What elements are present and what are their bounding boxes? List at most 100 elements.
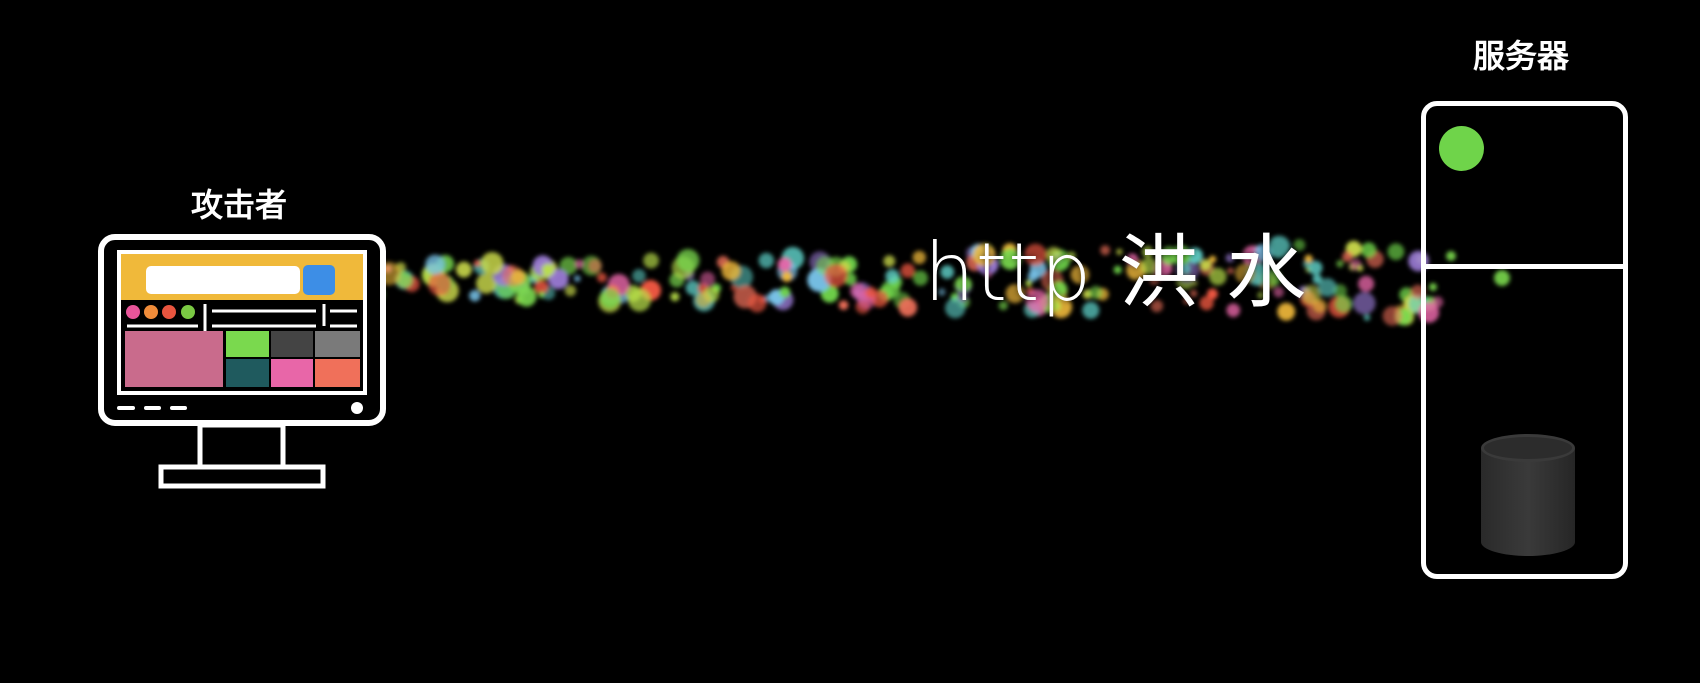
flood-particle [541,286,556,300]
flood-particle [514,294,524,305]
flood-particle [676,249,700,272]
flood-particle [1353,291,1376,315]
flood-particle [758,296,767,304]
flood-particle [529,263,548,281]
flood-particle [854,289,861,296]
flood-particle [436,254,455,273]
flood-particle [1342,251,1353,263]
flood-particle [474,260,481,267]
flood-particle [588,259,602,273]
flood-particle [1348,262,1357,271]
flood-particle [747,293,767,313]
flood-particle [396,275,410,289]
flood-particle [574,259,584,269]
flood-particle [337,276,356,295]
flood-particle [422,263,446,287]
flood-particle [883,255,896,268]
flood-particle [632,269,646,283]
flood-particle [284,264,300,279]
flood-particle [299,269,312,282]
flood-particle [733,285,757,309]
flood-particle [716,255,730,269]
flood-particle [730,265,753,289]
screen-tile-green [226,331,269,357]
flood-particle [855,299,870,314]
flood-particle [777,257,792,272]
flood-particle [721,261,741,281]
flood-particle [272,273,296,297]
flood-particle [624,285,642,302]
flood-particle [596,272,607,283]
flood-particle [1397,308,1415,326]
screen-tile-large [125,331,223,387]
flood-particle [684,270,695,281]
flood-particle [436,288,446,298]
flood-particle [435,279,459,303]
flood-particle [507,265,515,272]
flood-particle [1333,284,1347,298]
flood-particle [364,284,385,304]
flood-particle [537,259,558,280]
flood-particle [605,284,620,299]
flood-particle [1312,274,1323,284]
database-icon [1481,434,1575,556]
flood-particle [815,256,836,276]
flood-particle [695,292,712,308]
flood-particle [268,258,292,282]
flood-particle [508,270,531,294]
flood-particle [878,285,894,302]
screen-dot-red [162,305,176,319]
attacker-label: 攻击者 [191,186,288,224]
flood-particle [685,280,701,296]
flood-particle [1360,242,1377,258]
http-flood-title: http 洪 水 [924,226,1308,319]
flood-particle [1306,301,1326,321]
server-icon [1421,101,1628,579]
flood-particle [581,255,602,276]
flood-particle [703,286,720,303]
flood-particle [1328,295,1351,318]
flood-particle [820,284,839,303]
flood-particle [395,262,406,273]
flood-particle [516,286,537,307]
flood-particle [502,265,523,287]
flood-particle [601,285,621,305]
screen-tile-coral [315,359,360,387]
flood-particle [781,246,805,270]
flood-particle [824,264,848,288]
screen-dot-orange [144,305,158,319]
flood-particle [881,280,900,299]
flood-particle [516,280,531,295]
flood-particle [315,285,337,307]
flood-particle [885,269,900,284]
flood-particle [640,279,662,301]
flood-particle [284,290,294,299]
flood-particle [1318,278,1337,297]
flood-particle [469,290,481,302]
flood-particle [1336,260,1344,268]
flood-particle [529,273,540,284]
flood-particle [865,286,877,299]
flood-particle [1335,295,1353,313]
flood-particle [354,266,370,282]
flood-particle [807,268,831,292]
flood-particle [492,264,515,287]
flood-particle [670,292,680,302]
flood-particle [599,288,621,309]
flood-particle [377,261,401,286]
flood-particle [332,256,353,277]
flood-particle [693,289,715,312]
flood-particle [476,273,497,294]
screen-dot-pink [126,305,140,319]
flood-particle [772,289,794,311]
flood-particle [559,256,578,275]
flood-particle [383,264,392,273]
flood-particle [809,251,831,273]
server-status-led [1439,126,1484,171]
flood-particle [1345,240,1362,257]
flood-particle [532,255,553,276]
flood-particle [355,259,376,280]
flood-particle [548,268,569,290]
flood-particle [598,289,622,313]
flood-particle [617,293,628,304]
